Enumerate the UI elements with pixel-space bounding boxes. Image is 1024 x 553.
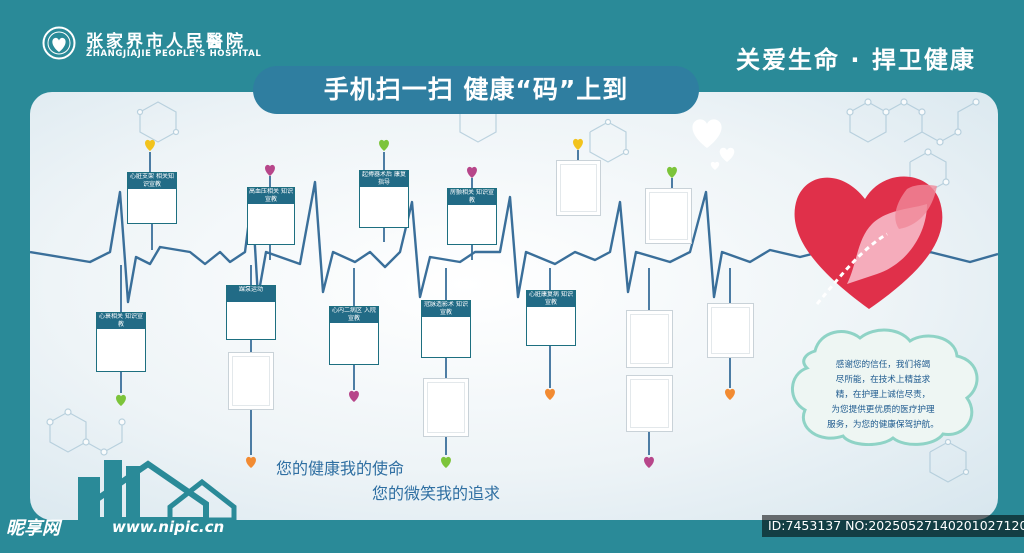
qr-card-label: 心脏支架 相关知识宣教 <box>128 173 176 189</box>
city-silhouette <box>78 460 237 520</box>
heart-dot-icon <box>545 388 555 400</box>
qr-card-cardiac-rehab[interactable]: 心脏康复病 知识宣教 <box>526 290 576 346</box>
heart-dot-icon <box>725 388 735 400</box>
cloud-line: 感谢您的信任，我们将竭 <box>835 360 931 370</box>
hospital-name-en: ZHANGJIAJIE PEOPLE’S HOSPITAL <box>86 49 262 59</box>
watermark-id: ID:7453137 NO:20250527140201027120 <box>762 515 1024 537</box>
panel-graphics <box>30 98 998 520</box>
photo-frame <box>645 188 692 244</box>
qr-card-label: 心内二病区 入院宣教 <box>330 307 378 323</box>
photo-frame <box>423 378 469 437</box>
qr-card-hypertension[interactable]: 高血压相关 知识宣教 <box>247 187 295 245</box>
heart-dot-icon <box>246 456 256 468</box>
heart-leaf-icon <box>794 176 943 309</box>
heart-dot-icon <box>573 138 583 150</box>
scan-banner: 手机扫一扫 健康“码”上到 <box>253 66 699 114</box>
qr-card-label: 踝泵运动 <box>227 286 275 302</box>
qr-card-label: 房颤相关 知识宣教 <box>448 189 496 205</box>
heart-dot-icon <box>116 394 126 406</box>
qr-card-label: 冠脉造影术 知识宣教 <box>422 301 470 317</box>
cloud-message: 感谢您的信任，我们将竭 尽所能，在技术上精益求 精，在护理上诚信尽责， 为您提供… <box>810 358 956 433</box>
cloud-line: 服务，为您的健康保驾护航。 <box>827 420 939 430</box>
ecg-line <box>30 180 998 304</box>
qr-card-ankle-pump[interactable]: 踝泵运动 <box>226 285 276 340</box>
photo-frame <box>707 303 754 358</box>
heart-dot-icon <box>467 166 477 178</box>
hospital-emblem-icon <box>42 26 76 60</box>
main-panel <box>30 92 998 520</box>
motto-line-1: 您的健康我的使命 <box>276 459 405 478</box>
qr-card-stent[interactable]: 心脏支架 相关知识宣教 <box>127 172 177 224</box>
cloud-shape <box>791 328 979 446</box>
hospital-name-cn: 张家界市人民醫院 <box>86 32 246 52</box>
heart-dot-icon <box>265 164 275 176</box>
qr-card-label: 起搏器术后 康复指导 <box>360 171 408 187</box>
qr-card-label: 心脏康复病 知识宣教 <box>527 291 575 307</box>
watermark-site: 昵享网 <box>6 518 60 539</box>
qr-card-label: 高血压相关 知识宣教 <box>248 188 294 204</box>
qr-card-angiography[interactable]: 冠脉造影术 知识宣教 <box>421 300 471 358</box>
slogan: 关爱生命 · 捍卫健康 <box>736 46 976 74</box>
cloud-line: 尽所能，在技术上精益求 <box>835 375 931 385</box>
photo-frame <box>228 352 274 410</box>
hospital-logo: 张家界市人民醫院 ZHANGJIAJIE PEOPLE’S HOSPITAL <box>42 26 262 62</box>
heart-dot-icon <box>441 456 451 468</box>
heart-dot-icon <box>145 139 155 151</box>
cloud-line: 为您提供更优质的医疗护理 <box>831 405 935 415</box>
heart-dot-icon <box>667 166 677 178</box>
motto-line-2: 您的微笑我的追求 <box>372 484 501 503</box>
bottom-heart-dots <box>116 388 735 468</box>
qr-card-pacemaker[interactable]: 起搏器术后 康复指导 <box>359 170 409 228</box>
photo-frame <box>556 160 601 216</box>
qr-card-heart-failure[interactable]: 心衰相关 知识宣教 <box>96 312 146 372</box>
heart-dot-icon <box>349 390 359 402</box>
bubble-hearts-icon <box>692 119 735 170</box>
watermark-url: www.nipic.cn <box>112 518 225 536</box>
photo-frame <box>626 310 673 368</box>
top-heart-dots <box>145 138 677 178</box>
heart-dot-icon <box>644 456 654 468</box>
photo-frame <box>626 375 673 432</box>
cloud-line: 精，在护理上诚信尽责， <box>835 390 931 400</box>
qr-card-afib[interactable]: 房颤相关 知识宣教 <box>447 188 497 245</box>
qr-card-admission[interactable]: 心内二病区 入院宣教 <box>329 306 379 365</box>
qr-card-label: 心衰相关 知识宣教 <box>97 313 145 329</box>
heart-dot-icon <box>379 139 389 151</box>
